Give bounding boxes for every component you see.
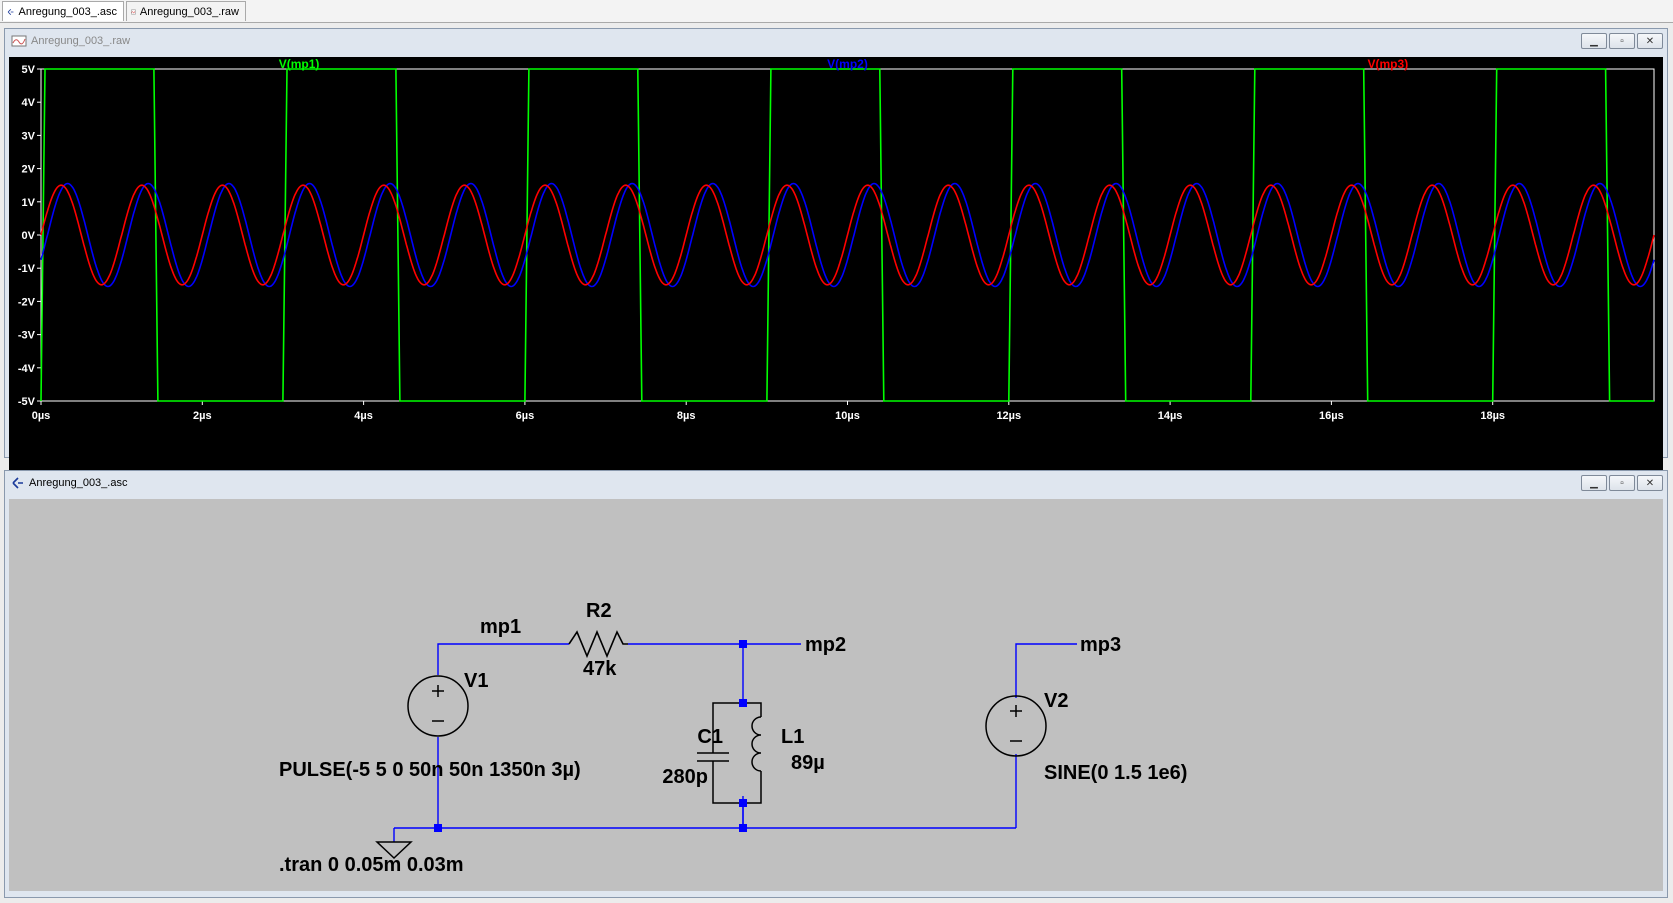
x-tick-label: 6µs	[516, 410, 535, 422]
schematic-drawing[interactable]: mp1 mp2 mp3 R2 47k V1 PULSE(-5 5 0 50n 5…	[9, 499, 1663, 891]
y-tick-label: -3V	[18, 330, 36, 342]
component-name-c1[interactable]: C1	[697, 726, 723, 748]
minimize-icon: ▁	[1590, 477, 1598, 489]
waveform-icon	[11, 35, 27, 47]
schematic-icon	[12, 477, 23, 489]
maximize-icon: ▫	[1620, 477, 1624, 489]
y-tick-label: 1V	[22, 197, 36, 209]
close-button[interactable]: ✕	[1637, 475, 1663, 491]
component-value-l1[interactable]: 89µ	[791, 752, 825, 774]
tab-schematic[interactable]: Anregung_003_.asc	[2, 1, 124, 21]
y-tick-label: 5V	[22, 64, 36, 76]
net-label-mp3[interactable]: mp3	[1080, 634, 1121, 656]
window-controls: ▁ ▫ ✕	[1579, 475, 1663, 491]
legend-v-mp2[interactable]: V(mp2)	[827, 57, 868, 71]
component-value-v2[interactable]: SINE(0 1.5 1e6)	[1044, 762, 1187, 784]
voltage-source-v2[interactable]	[985, 695, 1047, 757]
x-tick-label: 10µs	[835, 410, 860, 422]
y-tick-label: -4V	[18, 363, 36, 375]
maximize-button[interactable]: ▫	[1609, 33, 1635, 49]
waveform-window: Anregung_003_.raw ▁ ▫ ✕ 5V 4V 3V 2V 1V 0V -1V -…	[4, 28, 1668, 482]
waveform-icon	[131, 9, 136, 14]
tab-label: Anregung_003_.asc	[18, 5, 117, 18]
schematic-window-titlebar: Anregung_003_.asc ▁ ▫ ✕	[5, 471, 1667, 495]
y-tick-label: 0V	[22, 230, 36, 242]
junction-dots	[434, 640, 747, 832]
y-tick-label: -5V	[18, 396, 36, 408]
x-tick-label: 2µs	[193, 410, 212, 422]
lc-tank[interactable]	[697, 702, 762, 804]
schematic-canvas[interactable]: mp1 mp2 mp3 R2 47k V1 PULSE(-5 5 0 50n 5…	[9, 499, 1663, 891]
tab-waveform[interactable]: Anregung_003_.raw	[126, 1, 246, 21]
x-tick-label: 18µs	[1480, 410, 1505, 422]
resistor-r2[interactable]	[568, 629, 628, 659]
component-value-r2[interactable]: 47k	[583, 658, 617, 680]
y-tick-label: -1V	[18, 263, 36, 275]
minimize-button[interactable]: ▁	[1581, 33, 1607, 49]
net-label-mp1[interactable]: mp1	[480, 616, 521, 638]
schematic-icon	[7, 8, 14, 15]
legend-v-mp1[interactable]: V(mp1)	[279, 57, 320, 71]
net-label-mp2[interactable]: mp2	[805, 634, 846, 656]
waveform-plot[interactable]: 5V 4V 3V 2V 1V 0V -1V -2V -3V -4V -5V 0µs 2µs 4µs 6µs…	[9, 57, 1663, 482]
component-name-l1[interactable]: L1	[781, 726, 804, 748]
component-name-v2[interactable]: V2	[1044, 690, 1068, 712]
x-tick-label: 14µs	[1158, 410, 1183, 422]
component-name-v1[interactable]: V1	[464, 670, 488, 692]
close-icon: ✕	[1645, 477, 1655, 489]
trace-v-mp2	[40, 182, 1655, 288]
component-value-c1[interactable]: 280p	[662, 766, 708, 788]
x-tick-label: 0µs	[32, 410, 51, 422]
plot-pane[interactable]: 5V 4V 3V 2V 1V 0V -1V -2V -3V -4V -5V 0µs 2µs 4µs 6µs…	[9, 57, 1663, 482]
x-tick-label: 12µs	[996, 410, 1021, 422]
minimize-icon: ▁	[1590, 35, 1598, 47]
maximize-icon: ▫	[1620, 35, 1624, 47]
y-tick-label: -2V	[18, 296, 36, 308]
component-value-v1[interactable]: PULSE(-5 5 0 50n 50n 1350n 3µ)	[279, 759, 581, 781]
window-controls: ▁ ▫ ✕	[1579, 33, 1663, 49]
close-icon: ✕	[1645, 35, 1655, 47]
x-tick-label: 16µs	[1319, 410, 1344, 422]
close-button[interactable]: ✕	[1637, 33, 1663, 49]
x-tick-label: 8µs	[677, 410, 696, 422]
window-title: Anregung_003_.raw	[31, 35, 131, 47]
legend-v-mp3[interactable]: V(mp3)	[1368, 57, 1409, 71]
y-tick-label: 2V	[22, 164, 36, 176]
tab-label: Anregung_003_.raw	[139, 5, 239, 18]
wires	[393, 643, 1077, 842]
y-tick-label: 4V	[22, 97, 36, 109]
minimize-button[interactable]: ▁	[1581, 475, 1607, 491]
x-tick-label: 4µs	[354, 410, 373, 422]
schematic-window: Anregung_003_.asc ▁ ▫ ✕	[4, 470, 1668, 898]
trace-v-mp3	[40, 184, 1655, 286]
document-tab-bar: Anregung_003_.asc Anregung_003_.raw	[0, 0, 1673, 23]
spice-directive-tran[interactable]: .tran 0 0.05m 0.03m	[279, 854, 464, 876]
component-name-r2[interactable]: R2	[586, 600, 612, 622]
waveform-window-titlebar: Anregung_003_.raw ▁ ▫ ✕	[5, 29, 1667, 53]
y-tick-label: 3V	[22, 130, 36, 142]
voltage-source-v1[interactable]	[407, 675, 469, 737]
window-title: Anregung_003_.asc	[29, 477, 128, 489]
trace-v-mp1	[40, 68, 1654, 402]
ground-symbol	[375, 841, 413, 860]
maximize-button[interactable]: ▫	[1609, 475, 1635, 491]
